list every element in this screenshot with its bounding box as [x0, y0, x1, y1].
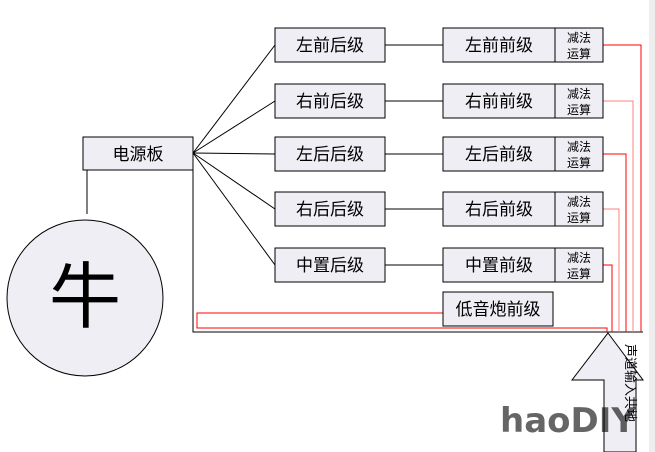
channel-row-0: 左前后级 左前前级 减法 运算	[274, 27, 604, 63]
power-board-label: 电源板	[113, 145, 164, 165]
front-amp-label: 左前前级	[465, 36, 533, 56]
ground-lines	[196, 44, 642, 332]
subtract-label-top: 减法	[567, 31, 591, 45]
subtract-label-top: 减法	[567, 87, 591, 101]
rear-amp-label: 右后后级	[296, 200, 364, 220]
transformer-label: 牛	[49, 255, 121, 339]
subtract-label-bottom: 运算	[567, 102, 591, 117]
channel-row-2: 左后后级 左后前级 减法 运算	[274, 136, 604, 172]
subtract-label-bottom: 运算	[567, 155, 591, 170]
subtract-label-top: 减法	[567, 140, 591, 154]
scrollbar[interactable]	[649, 0, 655, 452]
subwoofer-label: 低音炮前级	[456, 300, 541, 320]
subwoofer-box	[442, 291, 554, 327]
power-board-box	[82, 136, 194, 171]
subtract-label-bottom: 运算	[567, 266, 591, 281]
subtract-label-bottom: 运算	[567, 210, 591, 225]
subtract-label-top: 减法	[567, 251, 591, 265]
channel-row-1: 右前后级 右前前级 减法 运算	[274, 83, 604, 119]
subtract-label-top: 减法	[567, 195, 591, 209]
front-amp-label: 右前前级	[465, 92, 533, 112]
front-amp-label: 右后前级	[465, 200, 533, 220]
channel-row-4: 中置后级 中置前级 减法 运算	[274, 247, 604, 283]
rear-amp-label: 中置后级	[296, 256, 364, 276]
fan-lines	[192, 44, 643, 333]
rear-amp-label: 左前后级	[296, 36, 364, 56]
transformer-circle	[6, 219, 164, 377]
ground-arrow	[570, 332, 644, 452]
arrow-label: 声道输入共地	[622, 344, 638, 422]
front-amp-label: 左后前级	[465, 145, 533, 165]
subtract-label-bottom: 运算	[567, 46, 591, 61]
rear-amp-label: 右前后级	[296, 92, 364, 112]
channel-row-3: 右后后级 右后前级 减法 运算	[274, 191, 604, 227]
front-amp-label: 中置前级	[465, 256, 533, 276]
rear-amp-label: 左后后级	[296, 145, 364, 165]
watermark: haoDIY	[500, 401, 636, 441]
